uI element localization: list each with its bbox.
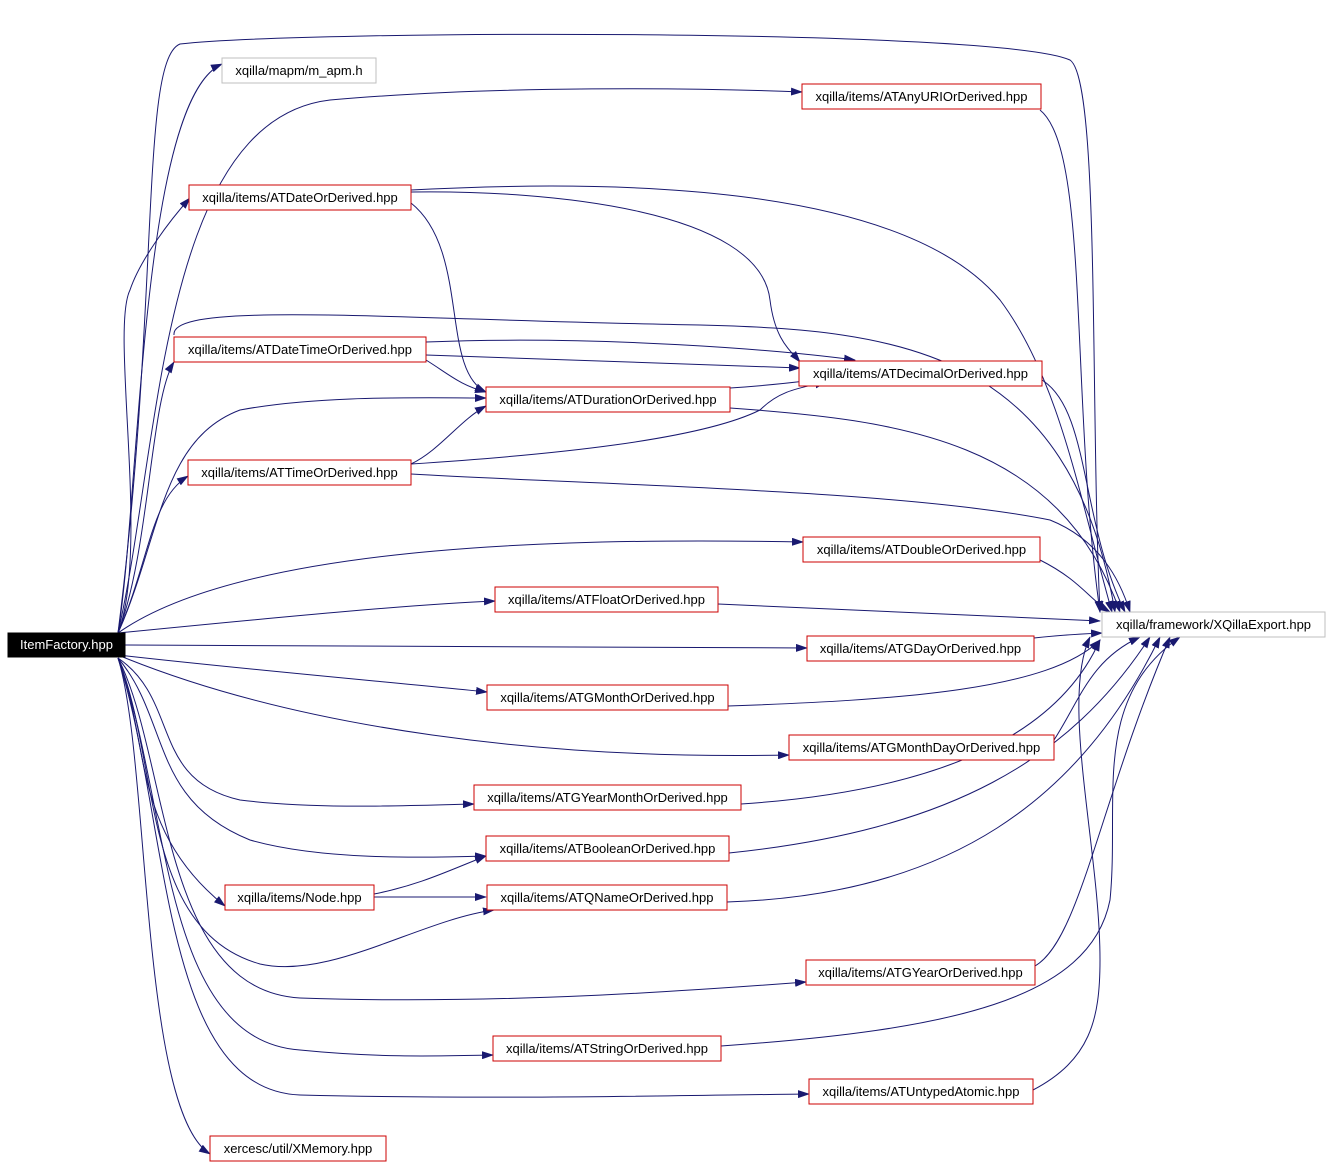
edge-root-node [117, 657, 226, 907]
edge-double-export [1039, 559, 1111, 613]
edge-datetime-export [173, 314, 1118, 613]
node-at-any-uri[interactable]: xqilla/items/ATAnyURIOrDerived.hpp [801, 83, 1042, 110]
node-label: xqilla/items/Node.hpp [237, 890, 361, 905]
edge-gmonthday-export [1053, 636, 1141, 741]
node-label: xqilla/items/ATDateTimeOrDerived.hpp [188, 342, 412, 357]
edge-date-export [410, 185, 1113, 613]
node-label: xqilla/items/ATGYearOrDerived.hpp [818, 965, 1022, 980]
node-item-factory[interactable]: ItemFactory.hpp [7, 632, 126, 658]
node-label: xqilla/items/ATDurationOrDerived.hpp [499, 392, 716, 407]
edge-root-untyped [117, 657, 810, 1099]
node-label: xqilla/items/ATGDayOrDerived.hpp [820, 641, 1021, 656]
edge-time-decimal [410, 380, 827, 465]
node-xqilla-export[interactable]: xqilla/framework/XQillaExport.hpp [1101, 611, 1326, 638]
node-label: xqilla/items/ATBooleanOrDerived.hpp [500, 841, 716, 856]
node-at-untyped-atomic[interactable]: xqilla/items/ATUntypedAtomic.hpp [808, 1078, 1034, 1105]
node-label: xqilla/items/ATDoubleOrDerived.hpp [817, 542, 1026, 557]
edge-gyearmonth-export [740, 639, 1101, 805]
node-x-memory[interactable]: xercesc/util/XMemory.hpp [209, 1135, 387, 1162]
edge-string-export [720, 636, 1181, 1047]
node-label: xqilla/items/ATUntypedAtomic.hpp [822, 1084, 1019, 1099]
edge-root-xmemory [117, 657, 211, 1155]
node-label: xqilla/items/ATGMonthOrDerived.hpp [500, 690, 714, 705]
edge-date-decimal [410, 191, 801, 363]
edge-root-string [117, 657, 494, 1060]
node-at-string[interactable]: xqilla/items/ATStringOrDerived.hpp [492, 1035, 722, 1062]
edge-root-datetime [117, 361, 175, 634]
node-label: ItemFactory.hpp [20, 637, 113, 652]
edge-gmonth-export [727, 639, 1101, 707]
edge-untyped-export [1032, 636, 1101, 1091]
node-label: xqilla/mapm/m_apm.h [235, 63, 362, 78]
node-at-double[interactable]: xqilla/items/ATDoubleOrDerived.hpp [802, 536, 1041, 563]
edge-root-anyuri [117, 87, 803, 634]
node-label: xqilla/items/ATStringOrDerived.hpp [506, 1041, 708, 1056]
edge-time-duration [410, 405, 487, 465]
edge-root-gday [117, 643, 808, 652]
edge-date-duration [410, 202, 487, 393]
edge-root-boolean [117, 657, 487, 861]
edge-root-double [117, 537, 804, 634]
node-at-g-month-day[interactable]: xqilla/items/ATGMonthDayOrDerived.hpp [788, 734, 1055, 761]
edge-boolean-export [728, 636, 1151, 854]
edge-gday-export [1033, 629, 1103, 639]
node-at-q-name[interactable]: xqilla/items/ATQNameOrDerived.hpp [486, 884, 728, 911]
node-label: xqilla/items/ATGMonthDayOrDerived.hpp [803, 740, 1040, 755]
edge-duration-export [729, 407, 1121, 613]
edge-datetime-decimal2 [425, 339, 856, 363]
node-at-date[interactable]: xqilla/items/ATDateOrDerived.hpp [188, 184, 412, 211]
node-label: xqilla/items/ATTimeOrDerived.hpp [201, 465, 398, 480]
node-at-time[interactable]: xqilla/items/ATTimeOrDerived.hpp [187, 459, 412, 486]
node-label: xqilla/framework/XQillaExport.hpp [1116, 617, 1311, 632]
node-label: xqilla/items/ATDateOrDerived.hpp [202, 190, 398, 205]
edge-datetime-duration [425, 359, 487, 393]
node-at-g-year[interactable]: xqilla/items/ATGYearOrDerived.hpp [805, 959, 1036, 986]
node-label: xqilla/items/ATAnyURIOrDerived.hpp [816, 89, 1028, 104]
edge-qname-export [726, 636, 1161, 903]
node-at-g-month[interactable]: xqilla/items/ATGMonthOrDerived.hpp [486, 684, 729, 711]
edge-root-duration [117, 393, 487, 634]
edge-root-gmonth [117, 654, 488, 695]
edge-root-time [117, 475, 189, 634]
node-label: xercesc/util/XMemory.hpp [224, 1141, 373, 1156]
edge-gyear-export [1034, 636, 1171, 967]
edge-root-date [117, 197, 191, 634]
edge-root-gyearmonth [117, 657, 475, 809]
node-at-g-year-month[interactable]: xqilla/items/ATGYearMonthOrDerived.hpp [473, 784, 742, 811]
node-at-date-time[interactable]: xqilla/items/ATDateTimeOrDerived.hpp [173, 336, 427, 363]
node-node[interactable]: xqilla/items/Node.hpp [224, 884, 375, 911]
node-label: xqilla/items/ATDecimalOrDerived.hpp [813, 366, 1028, 381]
node-label: xqilla/items/ATGYearMonthOrDerived.hpp [487, 790, 728, 805]
edge-node-boolean [373, 855, 487, 895]
edge-decimal-export [1041, 379, 1126, 613]
node-at-duration[interactable]: xqilla/items/ATDurationOrDerived.hpp [485, 386, 731, 413]
node-at-g-day[interactable]: xqilla/items/ATGDayOrDerived.hpp [806, 635, 1035, 662]
node-label: xqilla/items/ATFloatOrDerived.hpp [508, 592, 705, 607]
edge-root-gmonthday [117, 654, 790, 760]
edge-float-export [717, 603, 1101, 625]
node-m-apm[interactable]: xqilla/mapm/m_apm.h [221, 57, 377, 84]
edge-datetime-decimal [425, 354, 801, 372]
edge-anyuri-export [1039, 109, 1103, 613]
edge-root-float [117, 597, 496, 634]
node-at-boolean[interactable]: xqilla/items/ATBooleanOrDerived.hpp [485, 835, 730, 862]
node-at-float[interactable]: xqilla/items/ATFloatOrDerived.hpp [494, 586, 719, 613]
edge-root-gyear [117, 657, 807, 1001]
edge-root-export [117, 33, 1104, 634]
edge-root-qname [117, 657, 495, 968]
node-at-decimal[interactable]: xqilla/items/ATDecimalOrDerived.hpp [798, 360, 1043, 387]
node-label: xqilla/items/ATQNameOrDerived.hpp [501, 890, 714, 905]
